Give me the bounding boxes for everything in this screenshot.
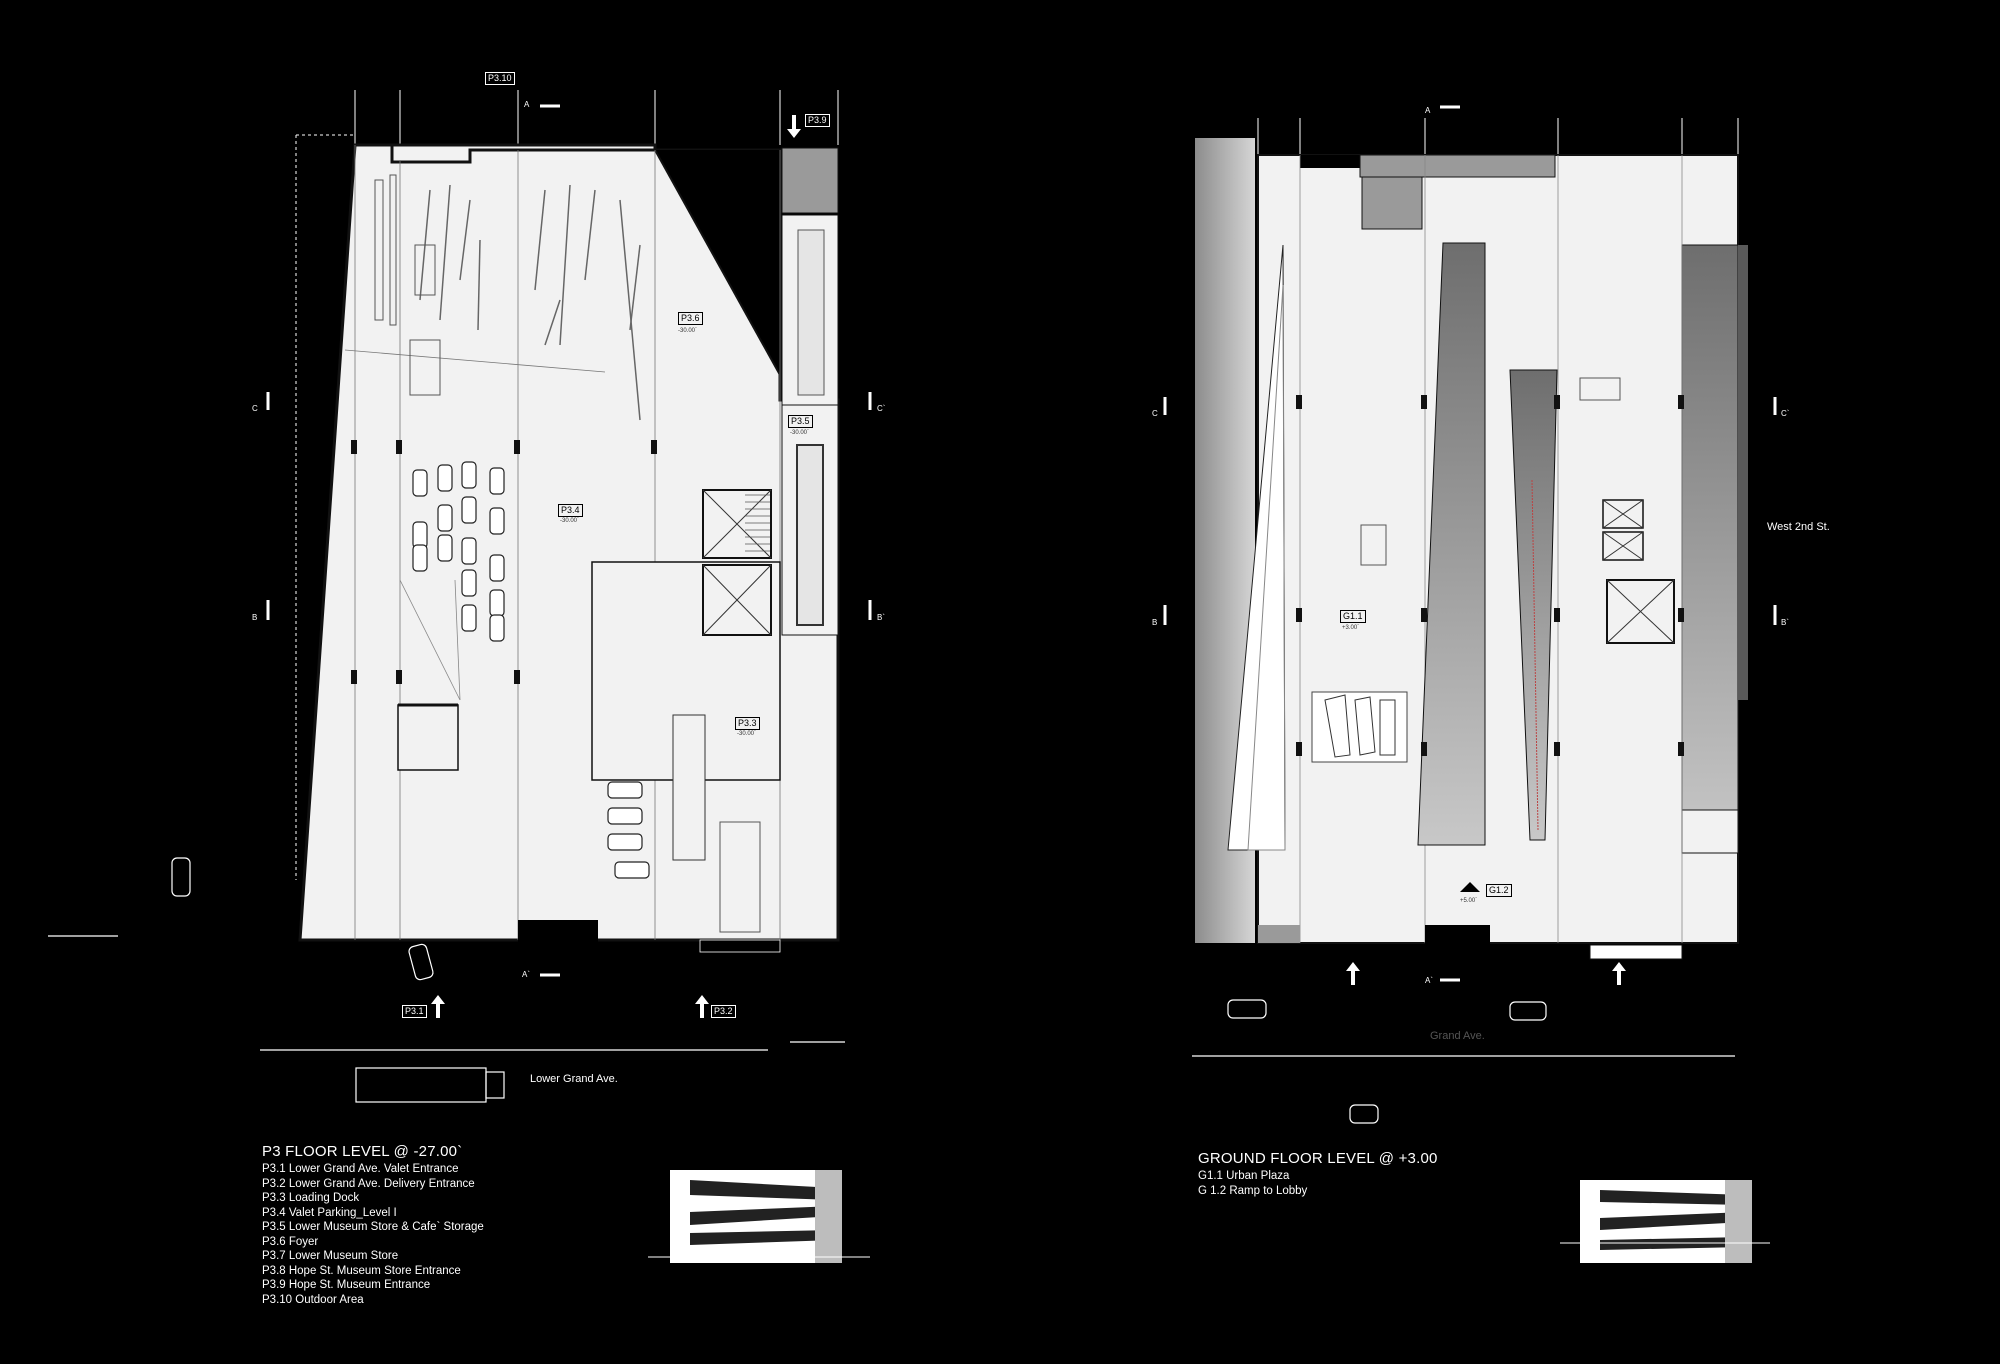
ground-void-2 [1509, 369, 1558, 841]
axis-a-top: A [524, 100, 530, 109]
tag-p3-9: P3.9 [805, 114, 830, 127]
level-p3-5: -30.00` [790, 430, 810, 436]
legend-item: P3.1 Lower Grand Ave. Valet Entrance [262, 1163, 459, 1175]
ground-slab [1257, 154, 1739, 944]
legend-item: P3.7 Lower Museum Store [262, 1250, 399, 1262]
street-grand-ave: Grand Ave. [1430, 1030, 1485, 1042]
legend-item: P3.5 Lower Museum Store & Cafe` Storage [262, 1221, 484, 1233]
tag-p3-8: P3.8 [733, 214, 758, 227]
tag-g1-2: G1.2 [1486, 884, 1512, 897]
tag-p3-4: P3.4 [558, 504, 583, 517]
tag-p3-6: P3.6 [678, 312, 703, 325]
p3-entrance-shaft [781, 147, 839, 214]
car-outline [171, 857, 191, 897]
legend-item: P3.8 Hope St. Museum Store Entrance [262, 1264, 461, 1277]
legend-item: G1.1 Urban Plaza [1198, 1170, 1290, 1182]
tag-p3-10: P3.10 [485, 72, 515, 85]
axis-b-left: B [252, 613, 258, 622]
legend-item: P3.10 Outdoor Area [262, 1293, 364, 1306]
ground-floor-plan [1163, 105, 1777, 1124]
ground-void-1 [1417, 242, 1486, 846]
tag-p3-5: P3.5 [788, 415, 813, 428]
tag-p3-1: P3.1 [402, 1005, 427, 1018]
legend-item: P3.2 Lower Grand Ave. Delivery Entrance [262, 1177, 475, 1190]
axis-c-right-g: C` [1781, 409, 1790, 418]
axis-c-left-g: C [1152, 409, 1158, 418]
ground-legend: GROUND FLOOR LEVEL @ +3.00 G1.1 Urban Pl… [1198, 1150, 1438, 1198]
p3-legend-list: P3.1 Lower Grand Ave. Valet Entrance P3.… [262, 1162, 484, 1307]
legend-item: P3.6 Foyer [262, 1235, 319, 1248]
street-lower-grand: Lower Grand Ave. [530, 1073, 618, 1085]
legend-item: P3.9 Hope St. Museum Entrance [262, 1279, 431, 1291]
axis-c-right: C` [877, 404, 886, 413]
ground-legend-title: GROUND FLOOR LEVEL @ +3.00 [1198, 1150, 1438, 1167]
p3-legend: P3 FLOOR LEVEL @ -27.00` P3.1 Lower Gran… [262, 1143, 484, 1307]
axis-b-right-g: B` [1781, 618, 1789, 627]
level-g1-1: +3.00` [1342, 625, 1360, 631]
axis-a-top-g: A [1425, 106, 1431, 115]
ground-key-section [1560, 1180, 1770, 1263]
p3-key-section [648, 1170, 870, 1263]
tag-g1-1: G1.1 [1340, 610, 1366, 623]
axis-b-left-g: B [1152, 618, 1158, 627]
axis-a-bottom: A` [522, 970, 530, 979]
axis-b-right: B` [877, 613, 885, 622]
legend-item: G 1.2 Ramp to Lobby [1198, 1184, 1308, 1197]
tag-p3-3: P3.3 [735, 717, 760, 730]
legend-item: P3.4 Valet Parking_Level I [262, 1206, 397, 1219]
level-p3-6: -30.00` [678, 328, 698, 334]
axis-c-left: C [252, 404, 258, 413]
street-west-2nd: West 2nd St. [1767, 521, 1830, 533]
p3-floor-plan [48, 90, 872, 1103]
p3-legend-title: P3 FLOOR LEVEL @ -27.00` [262, 1143, 463, 1160]
ground-legend-list: G1.1 Urban Plaza G 1.2 Ramp to Lobby [1198, 1169, 1438, 1198]
axis-a-bottom-g: A` [1425, 976, 1433, 985]
tag-p3-2: P3.2 [711, 1005, 736, 1018]
level-g1-2: +5.00` [1460, 898, 1478, 904]
level-p3-3: -30.00` [737, 731, 757, 737]
legend-item: P3.3 Loading Dock [262, 1192, 360, 1204]
level-p3-4: -30.00` [560, 518, 580, 524]
